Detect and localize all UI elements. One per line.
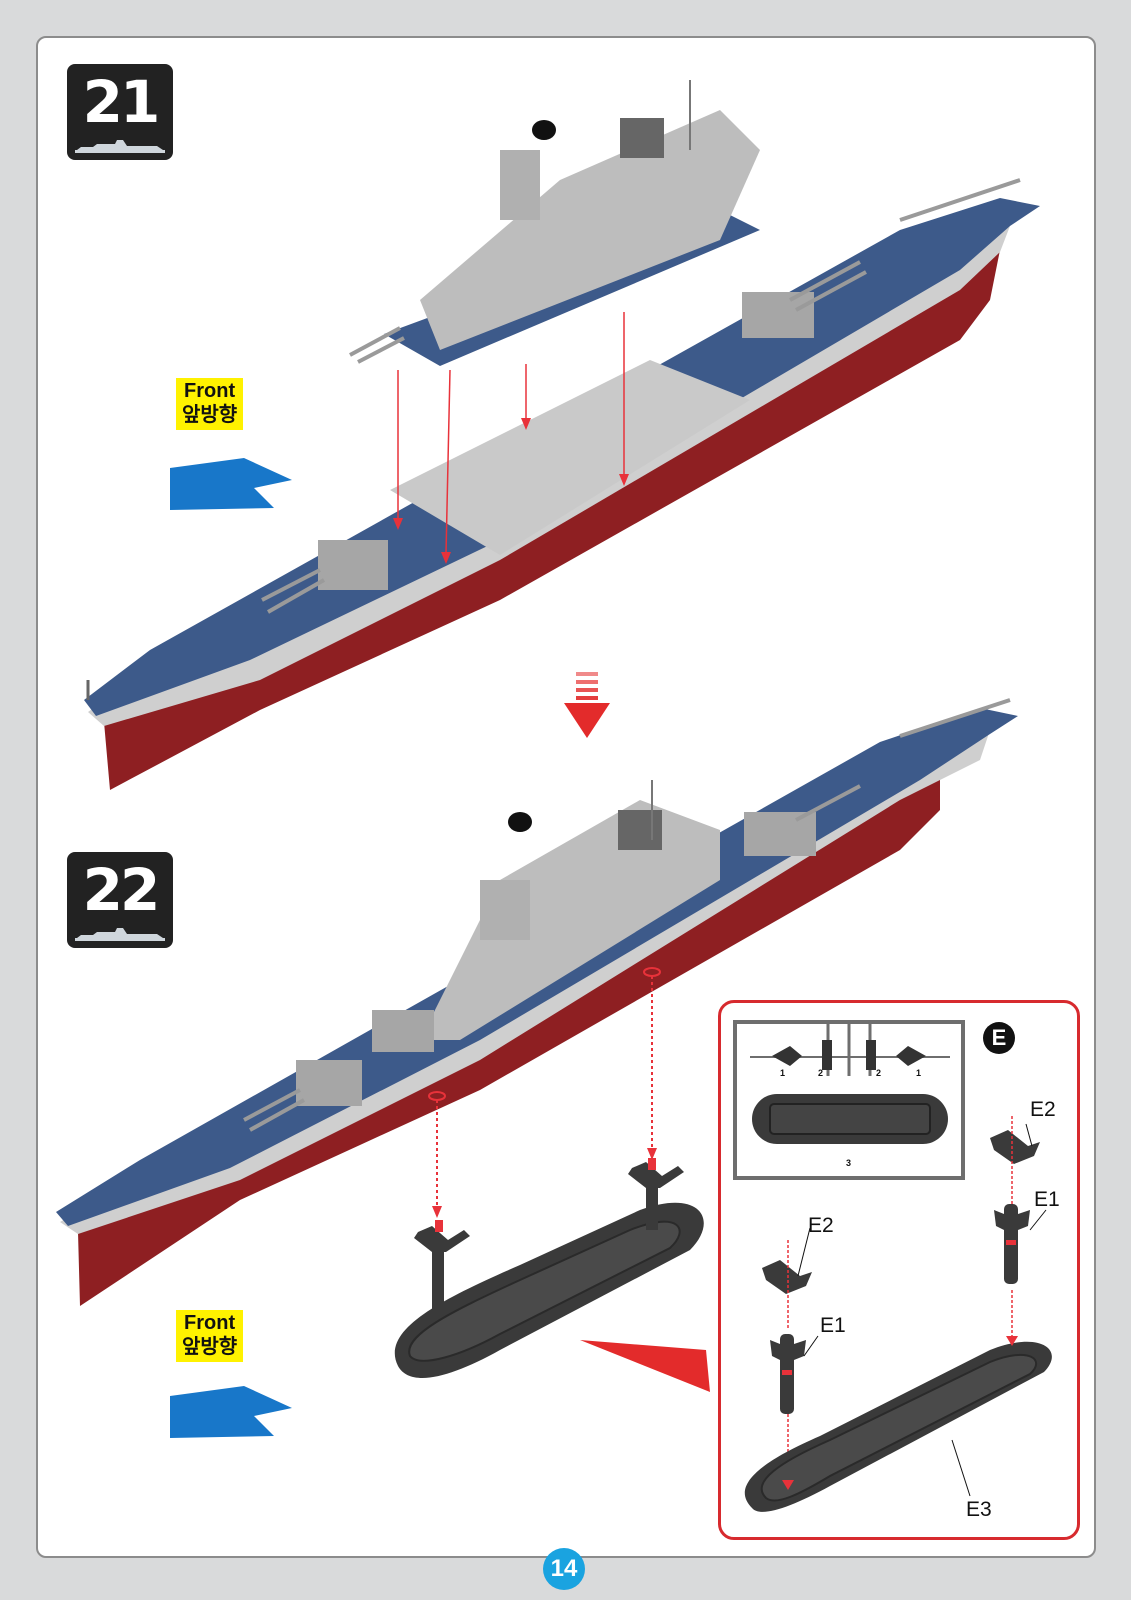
sprue-part-number: 1 bbox=[916, 1068, 921, 1078]
callout-e1-right: E1 bbox=[1034, 1188, 1060, 1212]
superstructure-part bbox=[350, 80, 760, 366]
sprue-part-number: 3 bbox=[846, 1158, 851, 1168]
sprue-part-number: 2 bbox=[876, 1068, 881, 1078]
sprue-part-number: 1 bbox=[780, 1068, 785, 1078]
callout-e3: E3 bbox=[966, 1498, 992, 1522]
sprue-part-number: 2 bbox=[818, 1068, 823, 1078]
callout-e2-left: E2 bbox=[808, 1214, 834, 1238]
callout-e1-left: E1 bbox=[820, 1314, 846, 1338]
display-stand bbox=[395, 1158, 704, 1378]
step-transition-arrow bbox=[564, 672, 610, 738]
page-number: 14 bbox=[543, 1548, 585, 1590]
sprue-letter-badge: E bbox=[983, 1022, 1015, 1054]
callout-e2-right: E2 bbox=[1030, 1098, 1056, 1122]
sprue-e-frame bbox=[733, 1020, 965, 1180]
detail-pointer bbox=[580, 1340, 710, 1392]
